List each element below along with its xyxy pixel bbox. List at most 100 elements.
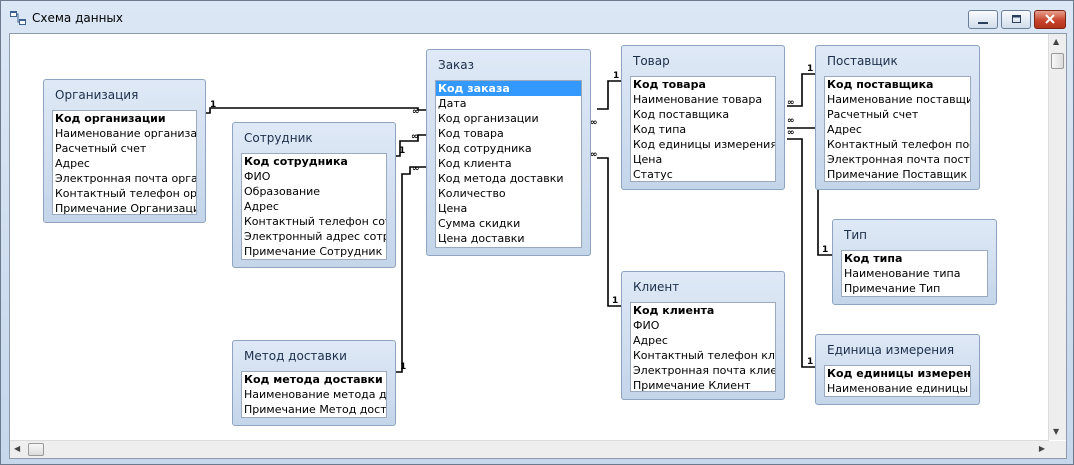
close-icon bbox=[1045, 14, 1055, 24]
table-title[interactable]: Поставщик bbox=[827, 54, 898, 68]
table-field[interactable]: Электронная почта клиента bbox=[633, 364, 775, 377]
table-title[interactable]: Товар bbox=[633, 54, 670, 68]
primary-key-field[interactable]: Код товара bbox=[633, 78, 706, 91]
table-field[interactable]: Расчетный счет bbox=[55, 142, 147, 155]
table-field[interactable]: Цена доставки bbox=[438, 232, 525, 245]
table-field[interactable]: Статус bbox=[633, 168, 673, 181]
table-field[interactable]: Дата bbox=[438, 97, 467, 110]
primary-key-field[interactable]: Код сотрудника bbox=[244, 155, 348, 168]
table-field[interactable]: ФИО bbox=[633, 319, 660, 332]
table-title[interactable]: Заказ bbox=[438, 58, 475, 72]
table-field[interactable]: Адрес bbox=[55, 157, 90, 170]
table-field[interactable]: Код единицы измерения bbox=[633, 138, 775, 151]
table-title[interactable]: Метод доставки bbox=[244, 349, 347, 363]
table-field[interactable]: Примечание Организация bbox=[55, 202, 196, 215]
schema-canvas[interactable]: 1 ∞ 1 ∞ 1 ∞ 1 ∞ 1 ∞ 1 ∞ 1 ∞ 1 ∞ Организа… bbox=[9, 33, 1067, 459]
relation-line-postavshchik bbox=[787, 73, 816, 107]
table-field[interactable]: Примечание Клиент bbox=[633, 379, 751, 392]
table-field[interactable]: Электронный адрес сотрудника bbox=[244, 230, 386, 243]
one-mark: 1 bbox=[807, 357, 813, 367]
table-field[interactable]: Наименование товара bbox=[633, 93, 763, 106]
primary-key-field[interactable]: Код заказа bbox=[436, 81, 581, 96]
table-field[interactable]: Наименование организации bbox=[55, 127, 196, 140]
table-field[interactable]: Контактный телефон поставщика bbox=[827, 138, 970, 151]
table-field[interactable]: Наименование единицы измерения bbox=[827, 382, 970, 395]
table-title[interactable]: Тип bbox=[844, 228, 867, 242]
table-field[interactable]: Электронная почта поставщика bbox=[827, 153, 970, 166]
table-title[interactable]: Сотрудник bbox=[244, 131, 313, 145]
table-title[interactable]: Организация bbox=[55, 88, 139, 102]
table-field[interactable]: Наименование типа bbox=[844, 267, 961, 280]
table-field[interactable]: Примечание Тип bbox=[844, 282, 941, 295]
table-field[interactable]: Наименование поставщика bbox=[827, 93, 970, 106]
table-field[interactable]: Количество bbox=[438, 187, 506, 200]
table-field[interactable]: Код клиента bbox=[438, 157, 512, 170]
table-field[interactable]: Код организации bbox=[438, 112, 539, 125]
table-field[interactable]: Электронная почта организации bbox=[55, 172, 196, 185]
minimize-button[interactable] bbox=[968, 10, 998, 29]
table-field[interactable]: Код метода доставки bbox=[438, 172, 564, 185]
scroll-up-icon[interactable]: ▲ bbox=[1053, 37, 1060, 46]
scroll-down-icon[interactable]: ▼ bbox=[1053, 427, 1060, 436]
relation-line-organizatsiya bbox=[198, 107, 434, 114]
table-field[interactable]: Код сотрудника bbox=[438, 142, 532, 155]
primary-key-field[interactable]: Код единицы измерения bbox=[827, 367, 970, 380]
table-field[interactable]: Расчетный счет bbox=[827, 108, 919, 121]
horizontal-scrollbar[interactable]: ◀ ▶ bbox=[10, 440, 1049, 458]
one-mark: 1 bbox=[822, 245, 828, 255]
close-button[interactable] bbox=[1034, 10, 1066, 29]
one-mark: 1 bbox=[400, 362, 406, 372]
maximize-button[interactable] bbox=[1001, 10, 1031, 29]
table-field[interactable]: Сумма скидки bbox=[438, 217, 521, 230]
table-field[interactable]: Образование bbox=[244, 185, 321, 198]
table-field[interactable]: Контактный телефон организации bbox=[55, 187, 196, 200]
table-field[interactable]: Контактный телефон клиента bbox=[633, 349, 775, 362]
scroll-right-icon[interactable]: ▶ bbox=[1038, 444, 1045, 453]
vertical-scrollbar[interactable]: ▲ ▼ bbox=[1048, 34, 1066, 440]
horizontal-scroll-thumb[interactable] bbox=[28, 443, 44, 456]
table-field[interactable]: ФИО bbox=[244, 170, 271, 183]
table-field[interactable]: Контактный телефон сотрудника bbox=[244, 215, 386, 228]
table-field[interactable]: Код товара bbox=[438, 127, 504, 140]
table-field[interactable]: Адрес bbox=[827, 123, 862, 136]
table-field[interactable]: Адрес bbox=[244, 200, 279, 213]
primary-key-field[interactable]: Код клиента bbox=[633, 304, 715, 317]
table-field[interactable]: Наименование метода доставки bbox=[244, 388, 386, 401]
table-field[interactable]: Цена bbox=[633, 153, 663, 166]
primary-key-field[interactable]: Код метода доставки bbox=[244, 373, 383, 386]
table-field[interactable]: Код поставщика bbox=[633, 108, 730, 121]
table-title[interactable]: Клиент bbox=[633, 280, 680, 294]
scroll-left-icon[interactable]: ◀ bbox=[14, 444, 21, 453]
many-mark: ∞ bbox=[590, 150, 598, 160]
primary-key-field[interactable]: Код типа bbox=[844, 252, 903, 265]
title-bar[interactable]: Схема данных bbox=[1, 1, 1073, 33]
table-field[interactable]: Примечание Поставщик bbox=[827, 168, 968, 181]
primary-key-field[interactable]: Код поставщика bbox=[827, 78, 934, 91]
table-title[interactable]: Единица измерения bbox=[827, 343, 955, 357]
table-field[interactable]: Примечание Метод доставки bbox=[244, 403, 386, 416]
table-field[interactable]: Цена bbox=[438, 202, 468, 215]
table-field[interactable]: Адрес bbox=[633, 334, 668, 347]
vertical-scroll-thumb[interactable] bbox=[1051, 53, 1064, 69]
table-field[interactable]: Примечание Сотрудник bbox=[244, 245, 383, 258]
table-field[interactable]: Код типа bbox=[633, 123, 687, 136]
primary-key-field[interactable]: Код организации bbox=[55, 112, 166, 125]
